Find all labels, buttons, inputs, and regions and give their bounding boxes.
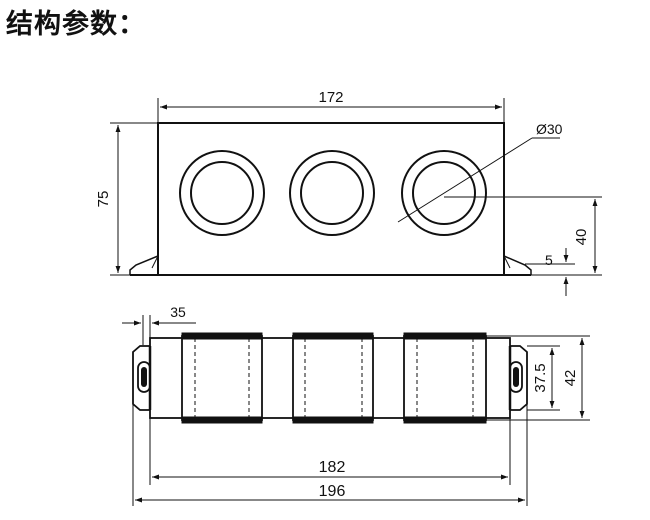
coil-3 <box>403 332 487 424</box>
top-body-outline <box>149 337 511 419</box>
label-75: 75 <box>95 191 112 208</box>
label-40: 40 <box>573 229 590 246</box>
top-view <box>122 315 590 506</box>
right-mounting-bracket <box>508 345 528 411</box>
left-foot <box>129 249 159 275</box>
hole-3 <box>401 150 487 236</box>
hole-1 <box>179 150 265 236</box>
label-196: 196 <box>319 483 346 500</box>
coil-1 <box>181 332 263 424</box>
label-37-5: 37.5 <box>532 363 549 392</box>
label-35: 35 <box>170 304 186 320</box>
front-body-outline <box>157 122 505 276</box>
label-42: 42 <box>562 370 579 387</box>
label-diameter: Ø30 <box>536 121 563 137</box>
right-foot <box>503 249 532 275</box>
page-title: 结构参数： <box>6 9 146 40</box>
label-172: 172 <box>318 89 343 106</box>
left-mounting-bracket <box>132 345 152 411</box>
hole-2 <box>289 150 375 236</box>
front-view <box>110 98 602 296</box>
diameter-leader <box>397 137 533 223</box>
label-182: 182 <box>319 459 346 476</box>
label-5: 5 <box>545 252 553 268</box>
coil-2 <box>292 332 374 424</box>
